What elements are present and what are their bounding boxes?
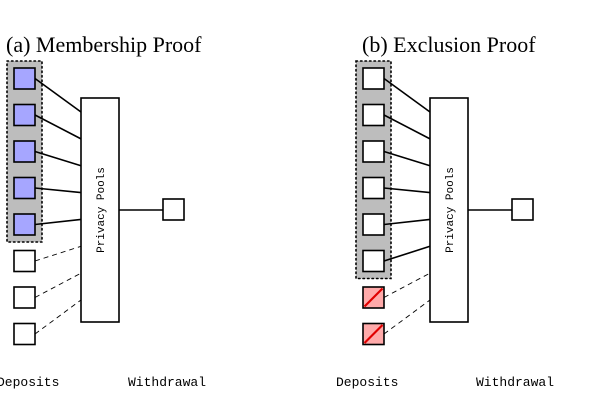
deposit-link-dashed — [383, 299, 431, 335]
deposit-link-solid — [34, 114, 82, 140]
panel-title: (a) Membership Proof — [6, 32, 202, 57]
flag-slash-mark — [363, 324, 384, 344]
deposit-box-included — [13, 213, 36, 236]
deposit-column — [13, 67, 36, 346]
deposits-label: Deposits — [0, 375, 59, 390]
deposit-link-solid — [383, 218, 431, 226]
panel-membership: (a) Membership Proof Privacy Pools Depos… — [0, 32, 206, 390]
privacy-pools-label: Privacy Pools — [96, 167, 108, 253]
deposit-link-dashed — [34, 272, 82, 298]
deposit-box-included — [13, 103, 36, 127]
clean-group-highlight — [355, 60, 392, 280]
withdrawal-label: Withdrawal — [476, 375, 554, 390]
deposit-box-included — [13, 176, 36, 200]
privacy-pools-box — [80, 97, 120, 323]
privacy-pools-label: Privacy Pools — [445, 167, 457, 253]
withdrawal-box — [162, 198, 185, 221]
deposit-link-dashed — [34, 299, 82, 335]
flag-slash-mark — [363, 287, 384, 308]
connection-lines — [383, 77, 431, 335]
deposit-box-clean — [362, 249, 385, 273]
deposit-link-solid — [383, 187, 431, 194]
deposit-link-solid — [34, 218, 82, 226]
deposit-link-solid — [34, 187, 82, 194]
deposit-box-excluded — [13, 286, 36, 309]
deposit-link-solid — [34, 77, 82, 113]
deposit-box-clean — [362, 176, 385, 200]
deposit-box-included — [13, 67, 36, 90]
deposit-link-dashed — [34, 245, 82, 262]
deposit-link-solid — [383, 114, 431, 140]
deposit-box-clean — [362, 67, 385, 90]
deposit-link-solid — [383, 245, 431, 262]
deposit-link-solid — [383, 150, 431, 167]
deposit-box-clean — [362, 140, 385, 163]
deposit-box-excluded — [13, 322, 36, 346]
privacy-pools-box — [429, 97, 469, 323]
panel-title: (b) Exclusion Proof — [362, 32, 536, 57]
deposit-link-solid — [383, 77, 431, 113]
withdrawal-box — [511, 198, 534, 221]
deposit-box-excluded — [13, 249, 36, 273]
connection-lines — [34, 77, 82, 335]
deposit-box-clean — [362, 213, 385, 236]
deposit-box-included — [13, 140, 36, 163]
deposit-link-solid — [34, 150, 82, 167]
panel-exclusion: (b) Exclusion Proof Privacy Pools Deposi… — [336, 32, 554, 390]
deposit-box-clean — [362, 103, 385, 127]
deposits-label: Deposits — [336, 375, 398, 390]
deposit-column — [362, 67, 385, 346]
withdrawal-label: Withdrawal — [128, 375, 206, 390]
